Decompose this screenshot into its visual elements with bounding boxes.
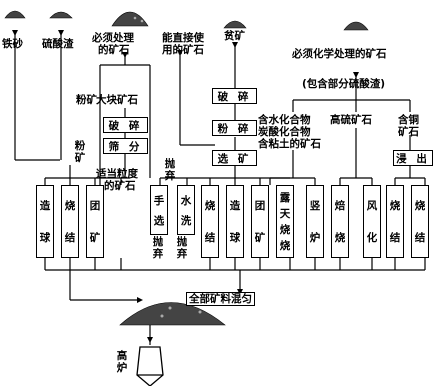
hydrous-ore-label-3: 含粘土的矿石 (258, 138, 321, 150)
copper-ore-label-2: 矿石 (398, 126, 419, 138)
roast-box: 焙烧 (331, 185, 349, 258)
high-sulfur-ore-label: 高硫矿石 (330, 114, 372, 126)
lump-ore-label: 大块矿石 (96, 94, 138, 106)
beneficiate-box: 选 矿 (212, 150, 257, 166)
fine-ore-vertical-label: 粉矿 (74, 140, 86, 164)
incl-slag-label: (包含部分硫酸渣) (302, 78, 385, 90)
wash-box: 水洗 (177, 185, 195, 235)
sinter-box-2: 烧结 (201, 185, 219, 258)
shaft-furnace-box: 竖炉 (306, 185, 324, 258)
direct-use-label-1: 能直接使 (162, 32, 204, 44)
must-process-label-1: 必须处理 (92, 32, 134, 44)
direct-use-label-2: 用的矿石 (162, 44, 204, 56)
crush-box-2: 破 碎 (212, 88, 257, 104)
sinter-box-3: 烧结 (386, 185, 404, 258)
proper-size-label-1: 适当粒度 (96, 168, 138, 180)
briquette-box-2: 团矿 (251, 185, 269, 258)
hand-pick-box: 手选 (150, 185, 168, 235)
copper-ore-label-1: 含铜 (398, 114, 419, 126)
mix-label: 全部矿料混匀 (186, 292, 255, 306)
blast-furnace-label: 高炉 (116, 350, 128, 374)
proper-size-label-2: 的矿石 (104, 180, 136, 192)
fine-ore-label: 粉矿 (76, 94, 97, 106)
hydrous-ore-label-1: 含水化合物 (258, 114, 311, 126)
discard-label-1: 抛弃 (164, 158, 176, 182)
leach-box: 浸 出 (393, 150, 433, 166)
must-process-label-2: 的矿石 (98, 44, 130, 56)
open-roast-box: 露天烧烧 (276, 185, 294, 258)
iron-sand-label: 铁砂 (2, 38, 23, 50)
sinter-box-1: 烧结 (61, 185, 79, 258)
weathering-box: 风化 (363, 185, 381, 258)
sulfuric-slag-label: 硫酸渣 (42, 38, 74, 50)
lean-ore-label: 贫矿 (224, 30, 245, 42)
screen-box: 筛 分 (103, 138, 148, 154)
grind-box: 粉 碎 (212, 120, 257, 136)
briquette-box-1: 团矿 (86, 185, 104, 258)
discard-label-3: 抛弃 (176, 236, 188, 260)
sinter-box-4: 烧结 (411, 185, 429, 258)
pelletize-box-2: 造球 (226, 185, 244, 258)
discard-label-2: 抛弃 (152, 236, 164, 260)
hydrous-ore-label-2: 炭酸化合物 (258, 126, 311, 138)
chem-process-label: 必须化学处理的矿石 (292, 48, 387, 60)
pelletize-box-1: 造球 (36, 185, 54, 258)
crush-box-1: 破 碎 (103, 117, 148, 133)
